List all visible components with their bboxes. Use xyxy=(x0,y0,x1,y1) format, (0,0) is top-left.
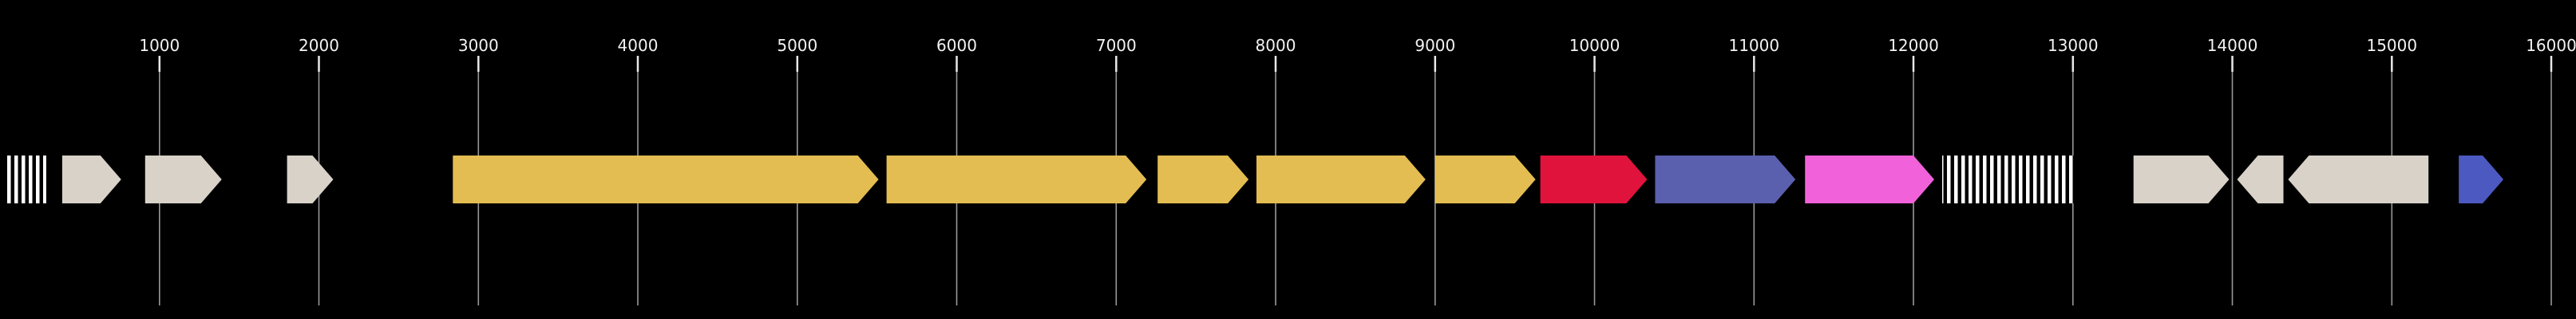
gene-feature-16[interactable] xyxy=(2288,156,2429,203)
ruler-tick-label: 5000 xyxy=(777,36,817,55)
ruler-tick-label: 10000 xyxy=(1569,36,1620,55)
gene-feature-15[interactable] xyxy=(2237,156,2284,203)
gene-feature-12[interactable] xyxy=(1805,156,1934,203)
gene-feature-7[interactable] xyxy=(1157,156,1249,203)
ruler-tick-label: 6000 xyxy=(936,36,977,55)
gene-feature-11[interactable] xyxy=(1655,156,1796,203)
ruler-labels-layer: 1000 2000 3000 4000 5000 6000 7000 8000 9000 1000… xyxy=(139,36,2576,55)
ruler-tick-label: 16000 xyxy=(2526,36,2576,55)
ruler-tick-label: 9000 xyxy=(1415,36,1455,55)
gene-feature-3[interactable] xyxy=(144,156,222,203)
ruler-tick-label: 7000 xyxy=(1096,36,1137,55)
gene-feature-4[interactable] xyxy=(287,156,334,203)
gene-feature-2[interactable] xyxy=(61,156,121,203)
gene-feature-14[interactable] xyxy=(2133,156,2230,203)
features-layer xyxy=(5,156,2504,203)
gene-feature-6[interactable] xyxy=(886,156,1147,203)
ruler-tick-label: 12000 xyxy=(1888,36,1939,55)
ruler-tick-label: 8000 xyxy=(1256,36,1296,55)
gene-feature-17[interactable] xyxy=(2459,156,2504,203)
gene-feature-1[interactable] xyxy=(5,156,46,203)
ruler-tick-label: 13000 xyxy=(2048,36,2099,55)
gene-feature-5[interactable] xyxy=(453,156,879,203)
ruler-tick-label: 11000 xyxy=(1728,36,1779,55)
ruler-tick-label: 4000 xyxy=(618,36,659,55)
ruler-tick-label: 2000 xyxy=(299,36,339,55)
ruler-tick-label: 15000 xyxy=(2366,36,2417,55)
gene-feature-9[interactable] xyxy=(1434,156,1536,203)
ruler-tick-label: 14000 xyxy=(2207,36,2258,55)
gene-feature-13[interactable] xyxy=(1942,156,2075,203)
ruler-tick-label: 1000 xyxy=(139,36,180,55)
gene-feature-8[interactable] xyxy=(1256,156,1426,203)
ruler-tick-label: 3000 xyxy=(458,36,499,55)
gene-feature-10[interactable] xyxy=(1540,156,1648,203)
